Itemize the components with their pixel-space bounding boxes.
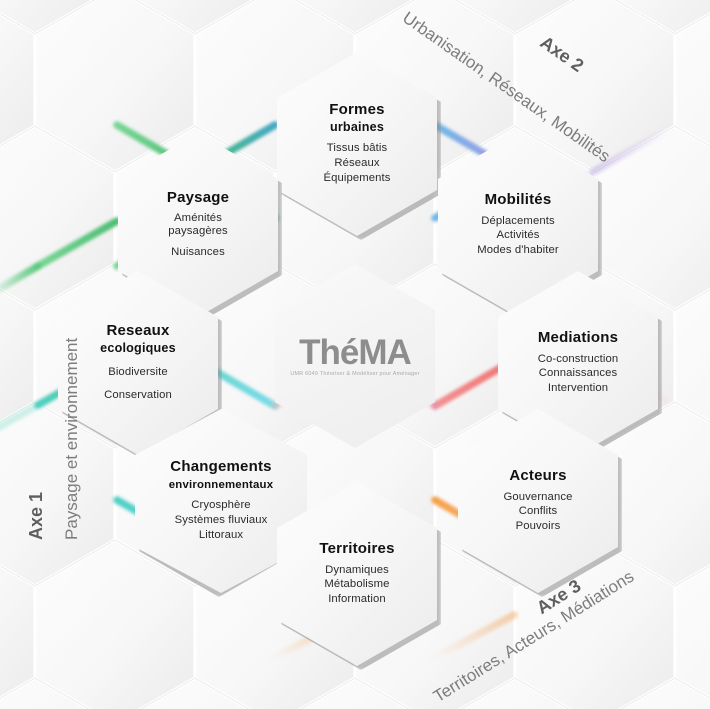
axis-number: Axe 1 <box>26 491 46 540</box>
theme-items: Biodiversite Conservation <box>104 362 172 403</box>
theme-title-line1: Changements <box>170 458 272 476</box>
theme-item: Littoraux <box>198 528 244 541</box>
honeycomb-cell-bevel <box>0 401 36 423</box>
theme-item: Nuisances <box>171 246 225 259</box>
theme-title: Changements environnementaux <box>169 459 273 493</box>
honeycomb-cell-bevel <box>514 677 676 709</box>
theme-title-line1: Reseaux <box>106 322 170 340</box>
theme-item: Cryosphère <box>191 498 251 511</box>
thema-logo: ThéMA UMR 6049 Théoriser & Modéliser pou… <box>290 335 419 377</box>
theme-title: Formes urbaines <box>329 102 384 136</box>
theme-item: Équipements <box>323 171 391 184</box>
honeycomb-cell-bevel <box>0 263 116 311</box>
honeycomb-cell-bevel <box>354 677 516 709</box>
theme-items: Tissus bâtis Réseaux Équipements <box>323 141 390 186</box>
honeycomb-cell <box>297 676 413 709</box>
theme-item: Conflits <box>518 505 558 518</box>
theme-title: Acteurs <box>509 466 567 485</box>
theme-title-line1: Acteurs <box>509 466 567 484</box>
theme-item: Activités <box>496 229 540 242</box>
honeycomb-cell-bevel <box>0 0 96 35</box>
theme-items: Co-construction Connaissances Interventi… <box>538 352 619 397</box>
theme-items: Gouvernance Conflits Pouvoirs <box>504 490 573 535</box>
theme-title: Mobilités <box>484 190 552 209</box>
theme-item: Information <box>328 593 386 606</box>
honeycomb-cell-bevel <box>134 0 256 35</box>
theme-title: Paysage <box>166 188 230 207</box>
honeycomb-cell-bevel <box>194 677 356 709</box>
theme-item: Réseaux <box>334 156 380 169</box>
honeycomb-cell <box>457 676 573 709</box>
theme-item: Déplacements <box>481 214 555 227</box>
axis-description: Paysage et environnement <box>62 337 81 540</box>
axis-description-axe-1: Paysage et environnement <box>62 338 82 540</box>
theme-item: Connaissances <box>538 367 618 380</box>
theme-title-line1: Territoires <box>319 539 395 557</box>
theme-title: Reseaux ecologiques <box>100 323 176 357</box>
theme-item: Intervention <box>547 382 609 395</box>
theme-item: Gouvernance <box>503 490 573 503</box>
honeycomb-cell-bevel <box>614 0 710 35</box>
theme-hex-territoires[interactable]: Territoires Dynamiques Métabolisme Infor… <box>277 482 437 666</box>
axis-label-axe-1: Axe 1 <box>26 492 47 540</box>
theme-title-line1: Paysage <box>166 188 230 206</box>
theme-title-line1: Mediations <box>537 328 619 346</box>
theme-item: Aménités <box>174 211 222 224</box>
honeycomb-cell-bevel <box>0 677 36 699</box>
honeycomb-cell-bevel <box>594 539 710 587</box>
honeycomb-cell-bevel <box>0 125 36 147</box>
theme-title-line2: ecologiques <box>100 341 176 356</box>
honeycomb-cell-bevel <box>674 401 710 423</box>
theme-items: Aménités paysagères Nuisances <box>168 212 227 261</box>
theme-title-line2: environnementaux <box>168 479 274 492</box>
honeycomb-cell-bevel <box>594 263 710 311</box>
theme-items: Cryosphère Systèmes fluviaux Littoraux <box>175 498 268 543</box>
theme-title-line2: urbaines <box>329 120 385 135</box>
theme-item: Co-construction <box>537 352 619 365</box>
theme-item: Systèmes fluviaux <box>174 513 268 526</box>
honeycomb-cell <box>137 676 253 709</box>
theme-item: Conservation <box>104 388 172 401</box>
honeycomb-cell-bevel <box>34 677 196 709</box>
theme-title: Mediations <box>537 328 619 347</box>
thema-logo-wordmark: ThéMA <box>299 333 412 372</box>
honeycomb-cell-bevel <box>0 539 116 587</box>
theme-items: Déplacements Activités Modes d'habiter <box>477 214 559 259</box>
honeycomb-cell-bevel <box>294 0 416 35</box>
theme-item: Pouvoirs <box>515 520 561 533</box>
honeycomb-cell-bevel <box>454 0 576 35</box>
theme-item: paysagères <box>168 224 228 237</box>
theme-items: Dynamiques Métabolisme Information <box>324 563 389 608</box>
theme-item: Tissus bâtis <box>326 141 388 154</box>
honeycomb-cell-bevel <box>674 677 710 699</box>
theme-item: Dynamiques <box>325 563 389 576</box>
theme-title-line1: Formes <box>329 101 385 119</box>
honeycomb-cell-bevel <box>674 125 710 147</box>
theme-item: Biodiversite <box>108 365 168 378</box>
theme-title: Territoires <box>319 539 395 558</box>
theme-item: Métabolisme <box>324 578 390 591</box>
theme-title-line1: Mobilités <box>484 190 552 208</box>
theme-item: Modes d'habiter <box>477 244 559 257</box>
thema-logo-tagline: UMR 6049 Théoriser & Modéliser pour Amén… <box>290 371 420 377</box>
